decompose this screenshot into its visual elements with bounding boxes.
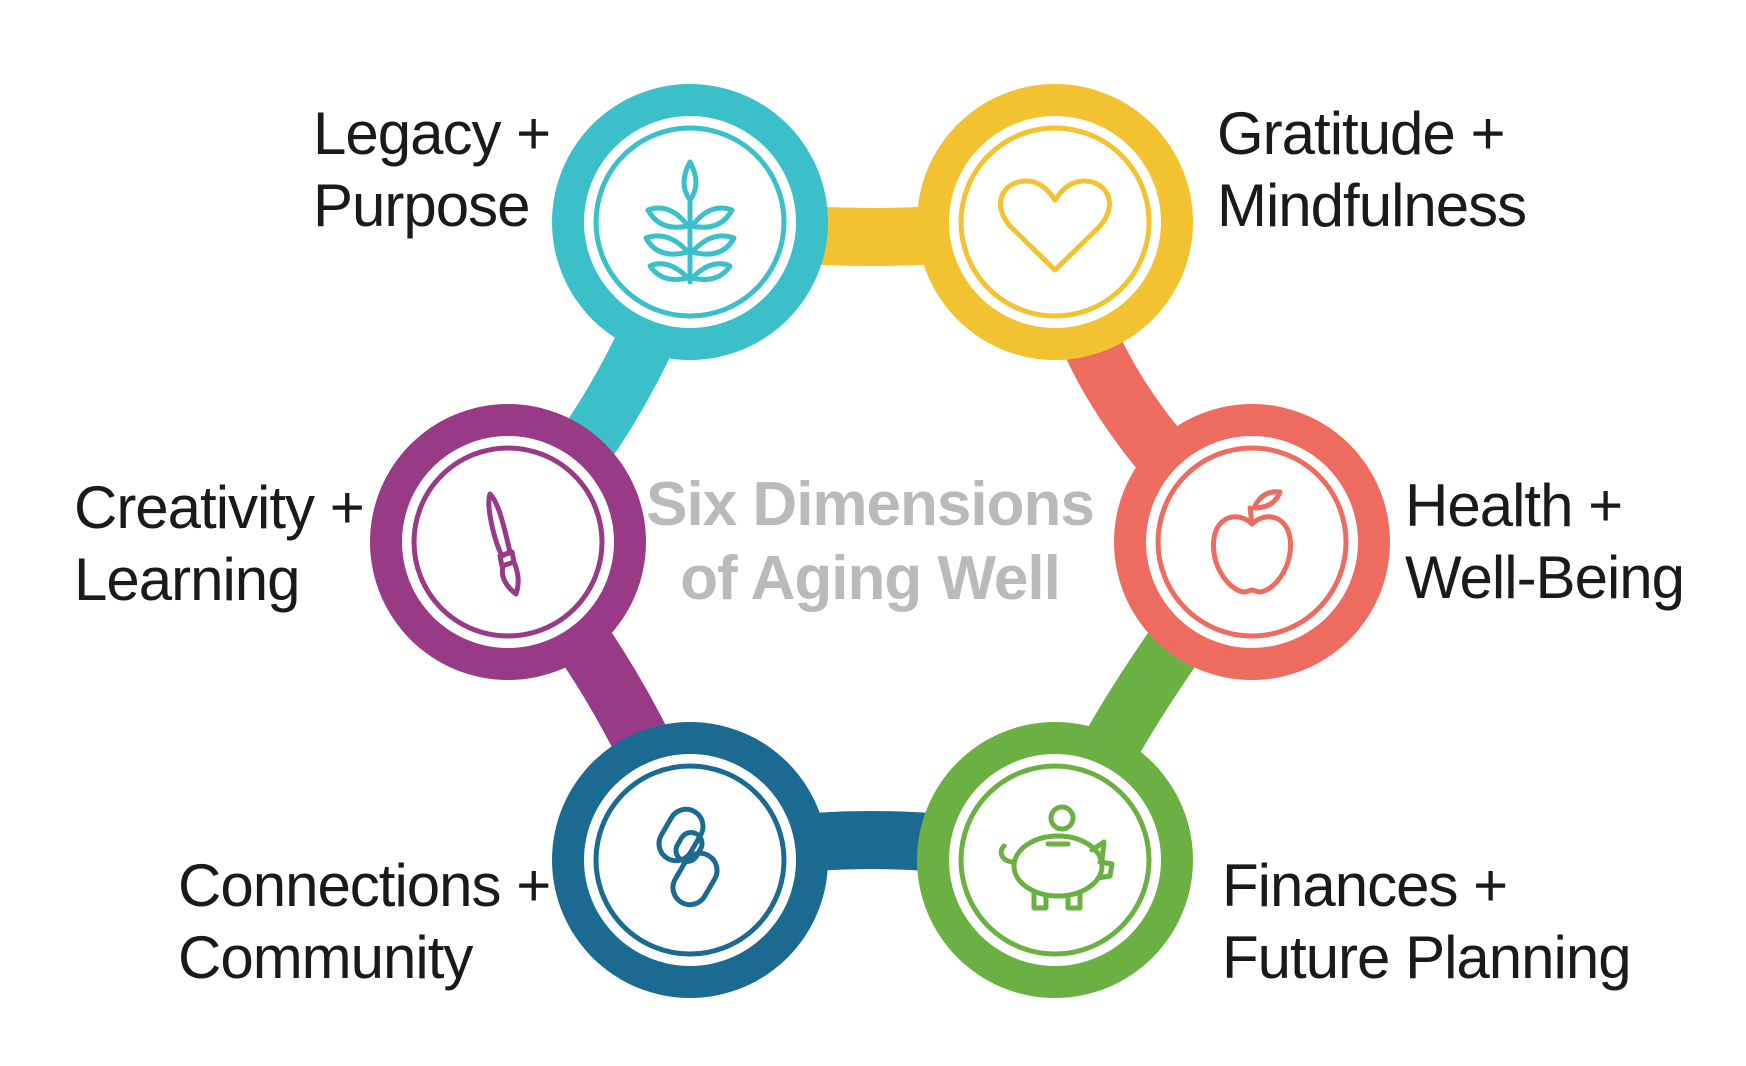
health-wellbeing-label-line1: Health +	[1405, 472, 1623, 539]
chain-link-icon	[656, 806, 720, 908]
creativity-learning-node	[370, 404, 646, 680]
health-wellbeing-label: Health + Well-Being	[1405, 470, 1685, 614]
diagram-title: Six Dimensions of Aging Well	[630, 468, 1110, 616]
finances-future-planning-label: Finances + Future Planning	[1222, 850, 1632, 994]
legacy-purpose-label-line1: Legacy +	[313, 100, 551, 167]
health-wellbeing-label-line2: Well-Being	[1405, 544, 1685, 611]
legacy-purpose-node	[552, 84, 828, 360]
finances-future-planning-label-line1: Finances +	[1222, 852, 1508, 919]
creativity-learning-label: Creativity + Learning	[74, 472, 365, 616]
creativity-learning-label-line1: Creativity +	[74, 474, 365, 541]
legacy-purpose-label-line2: Purpose	[313, 172, 530, 239]
diagram-title-line1: Six Dimensions	[646, 470, 1095, 539]
finances-future-planning-node	[917, 722, 1193, 998]
diagram-title-line2: of Aging Well	[680, 544, 1061, 613]
paintbrush-icon	[486, 491, 521, 597]
connections-community-label: Connections + Community	[178, 850, 551, 994]
sprout-icon	[643, 159, 737, 285]
health-wellbeing-node	[1114, 404, 1390, 680]
connections-community-node	[552, 722, 828, 998]
connections-community-label-line1: Connections +	[178, 852, 551, 919]
gratitude-mindfulness-label: Gratitude + Mindfulness	[1217, 98, 1527, 242]
legacy-purpose-label: Legacy + Purpose	[313, 98, 551, 242]
connections-community-label-line2: Community	[178, 924, 473, 991]
gratitude-mindfulness-label-line2: Mindfulness	[1217, 172, 1527, 239]
gratitude-mindfulness-label-line1: Gratitude +	[1217, 100, 1506, 167]
apple-icon	[1210, 489, 1294, 595]
heart-icon	[998, 178, 1112, 273]
piggy-bank-icon	[998, 804, 1115, 911]
creativity-learning-label-line2: Learning	[74, 546, 301, 613]
gratitude-mindfulness-node	[917, 84, 1193, 360]
finances-future-planning-label-line2: Future Planning	[1222, 924, 1632, 991]
